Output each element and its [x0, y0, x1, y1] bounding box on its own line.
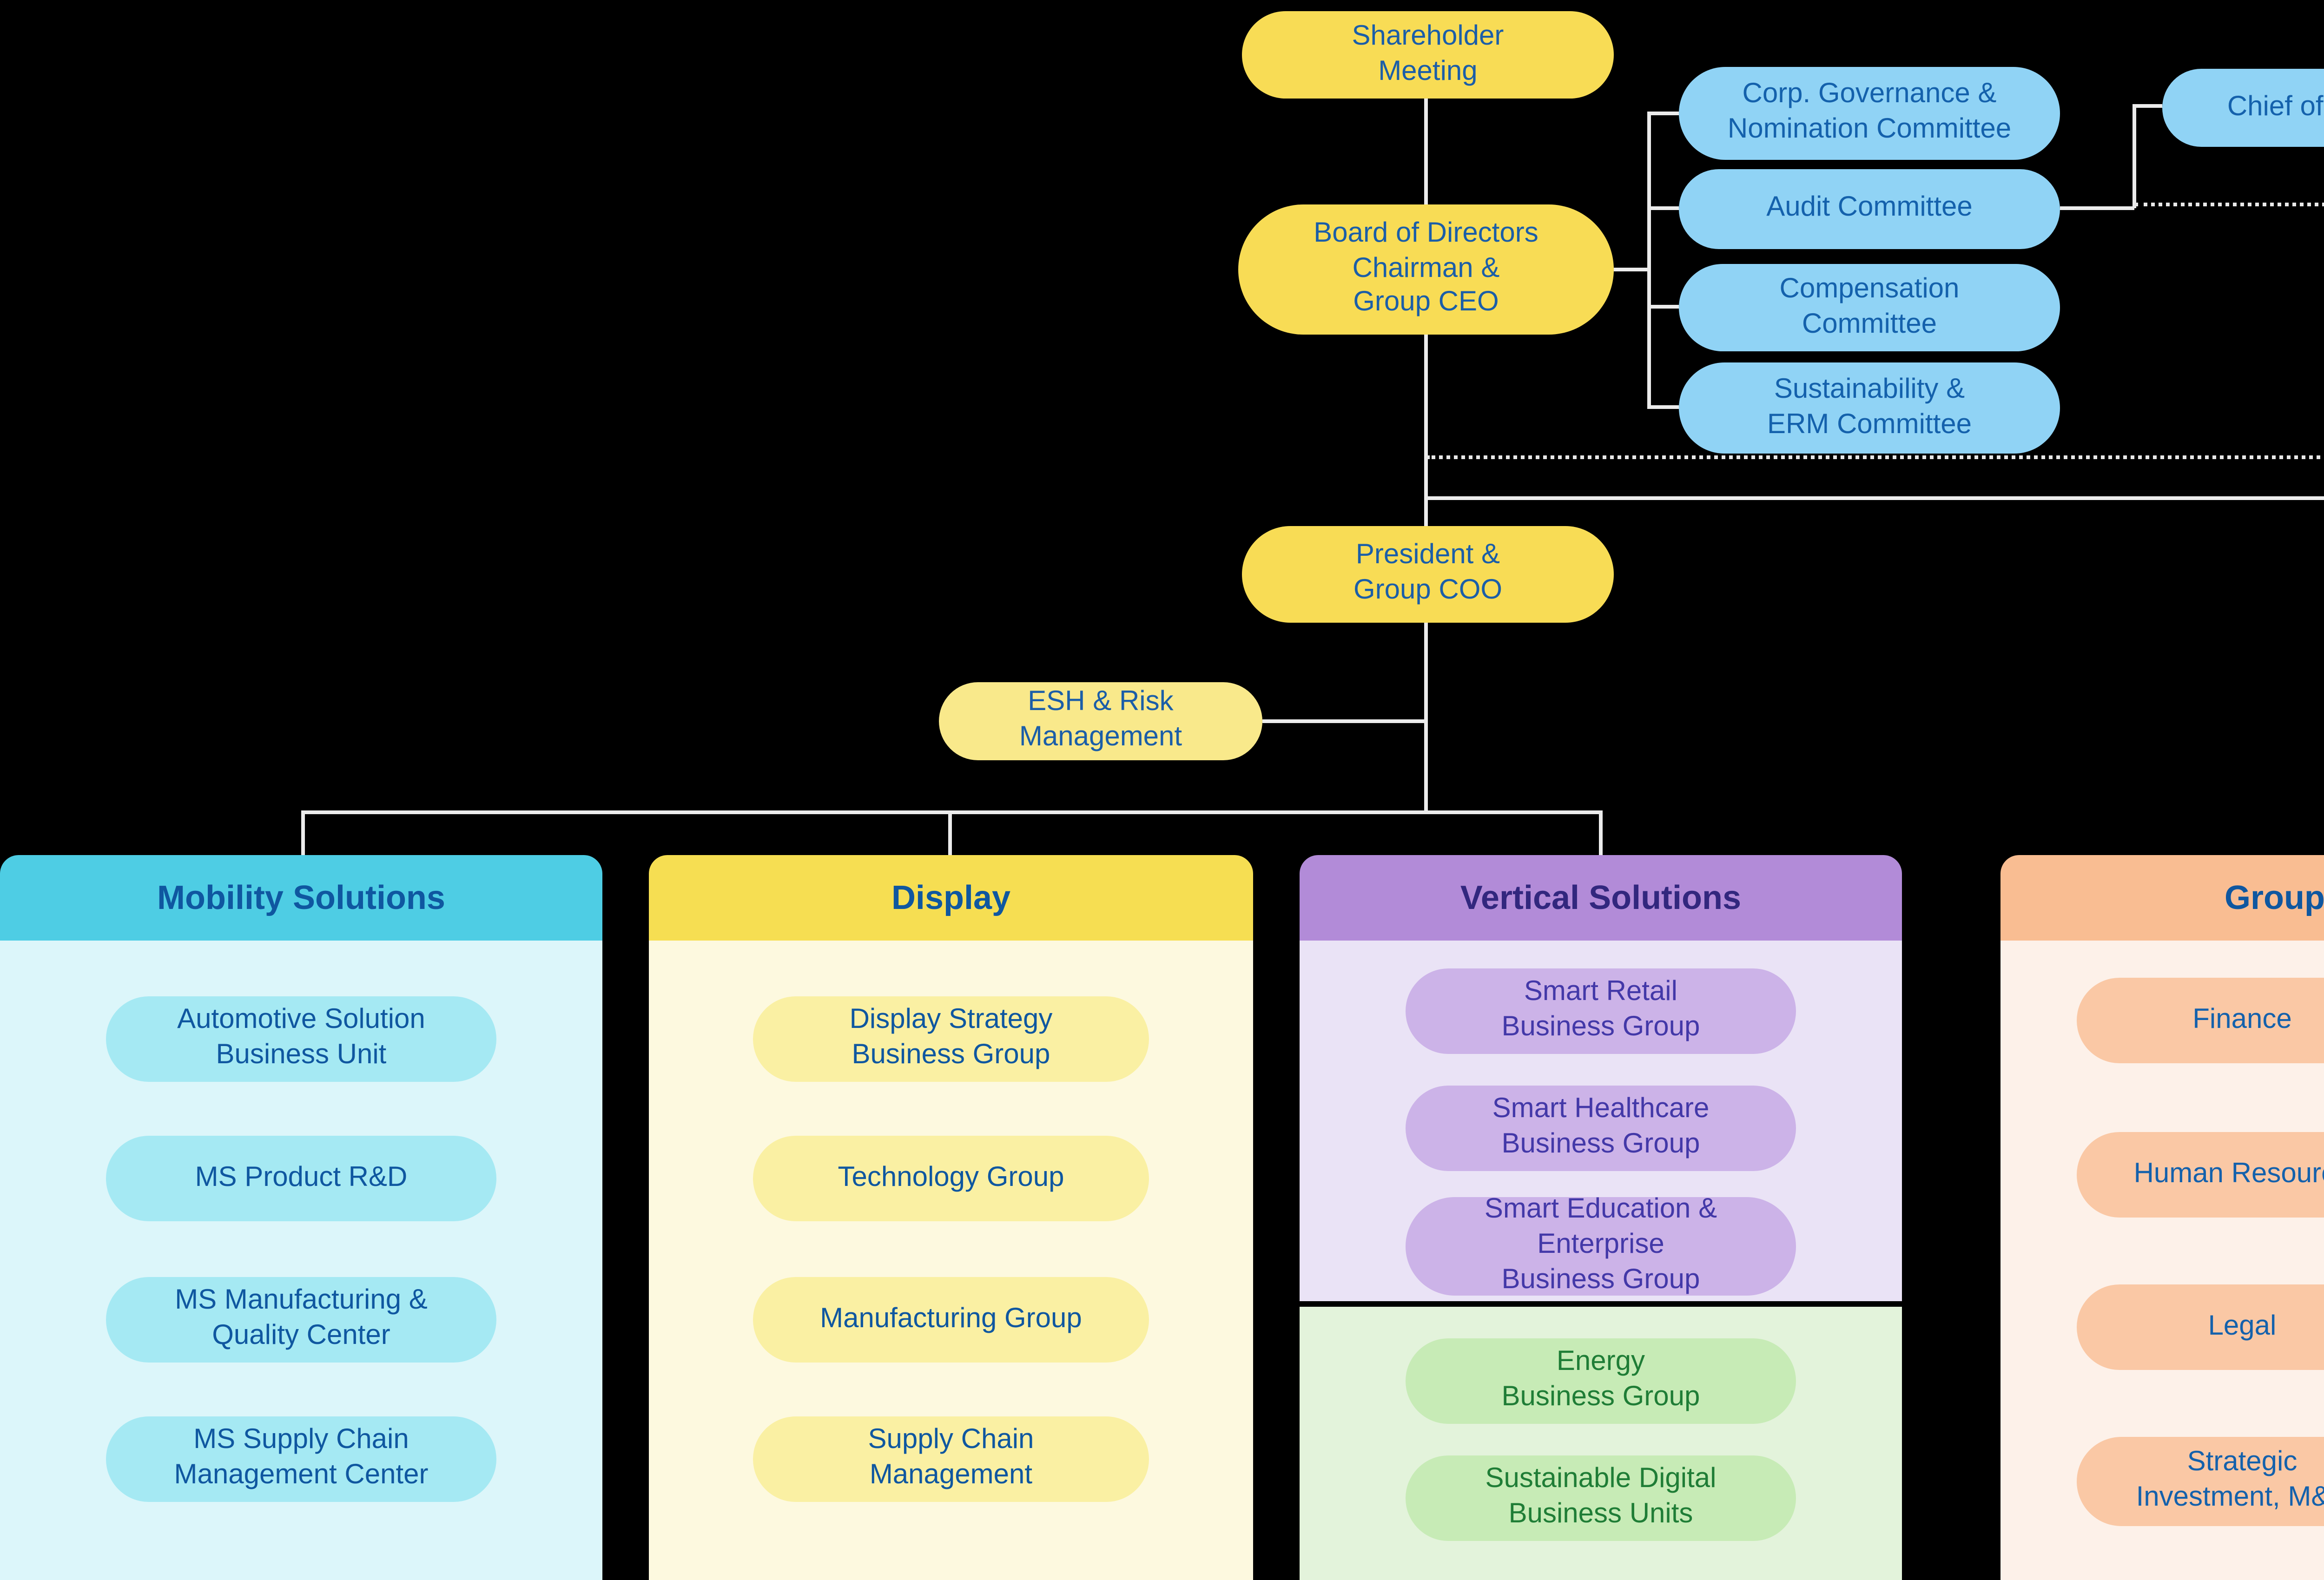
connector-line [1647, 405, 1679, 408]
connector-line [1262, 719, 1426, 722]
connector-line [1647, 305, 1679, 308]
card-header-mobility-solutions: Mobility Solutions [0, 855, 602, 941]
connector-line [1599, 810, 1602, 855]
org-unit-display-strategy: Display Strategy Business Group [753, 996, 1149, 1082]
connector-line [948, 810, 951, 855]
org-unit-sustainable-digital: Sustainable Digital Business Units [1406, 1455, 1796, 1541]
connector-line [2133, 104, 2162, 107]
connector-line-dotted [2134, 203, 2324, 206]
node-committee-corp-governance: Corp. Governance & Nomination Committee [1679, 67, 2060, 160]
org-unit-smart-healthcare: Smart Healthcare Business Group [1406, 1086, 1796, 1171]
org-unit-manufacturing-group: Manufacturing Group [753, 1277, 1149, 1363]
node-shareholder-meeting: Shareholder Meeting [1242, 11, 1614, 99]
org-unit-strategic-investment-ma: Strategic Investment, M&A [2077, 1437, 2324, 1526]
connector-line [1647, 112, 1679, 114]
connector-line [1647, 206, 1679, 209]
node-chief-of-compliance: Chief of Compliance [2162, 69, 2324, 147]
node-committee-sustainability-erm: Sustainability & ERM Committee [1679, 362, 2060, 454]
connector-line [1614, 268, 1647, 270]
node-committee-compensation: Compensation Committee [1679, 264, 2060, 351]
card-header-display: Display [649, 855, 1253, 941]
connector-line [1424, 99, 1427, 206]
connector-line [1424, 335, 1427, 526]
org-unit-finance: Finance [2077, 978, 2324, 1063]
connector-line [301, 810, 1601, 813]
node-president-coo: President & Group COO [1242, 526, 1614, 623]
card-mobility-solutions: Mobility Solutions Automotive Solution B… [0, 855, 602, 1580]
node-board-of-directors: Board of Directors Chairman & Group CEO [1238, 204, 1614, 335]
card-vertical-solutions: Vertical Solutions Smart Retail Business… [1300, 855, 1902, 1580]
org-unit-smart-retail: Smart Retail Business Group [1406, 968, 1796, 1054]
org-unit-technology-group: Technology Group [753, 1136, 1149, 1221]
node-committee-audit: Audit Committee [1679, 169, 2060, 249]
card-header-group-infrastructure-unit: Group Infrastructure Unit [2000, 855, 2324, 941]
connector-line [1647, 112, 1650, 409]
org-unit-ms-manufacturing-quality: MS Manufacturing & Quality Center [106, 1277, 496, 1363]
org-unit-human-resource: Human Resource [2077, 1132, 2324, 1218]
connector-line-dotted [1426, 455, 2324, 459]
card-group-infrastructure-unit: Group Infrastructure Unit Finance Human … [2000, 855, 2324, 1580]
card-header-vertical-solutions: Vertical Solutions [1300, 855, 1902, 941]
org-unit-energy-business-group: Energy Business Group [1406, 1338, 1796, 1424]
node-esh-risk-management: ESH & Risk Management [939, 682, 1262, 760]
connector-line [1424, 623, 1427, 812]
connector-line [2133, 104, 2135, 208]
org-unit-ms-supply-chain: MS Supply Chain Management Center [106, 1416, 496, 1502]
connector-line [1424, 496, 2324, 499]
org-unit-supply-chain-management: Supply Chain Management [753, 1416, 1149, 1502]
connector-line [301, 810, 304, 855]
org-unit-legal: Legal [2077, 1284, 2324, 1370]
org-unit-smart-education-enterprise: Smart Education & Enterprise Business Gr… [1406, 1194, 1796, 1296]
org-unit-automotive-solution: Automotive Solution Business Unit [106, 996, 496, 1082]
card-display: Display Display Strategy Business Group … [649, 855, 1253, 1580]
org-unit-ms-product-rd: MS Product R&D [106, 1136, 496, 1221]
connector-line [2060, 206, 2134, 209]
